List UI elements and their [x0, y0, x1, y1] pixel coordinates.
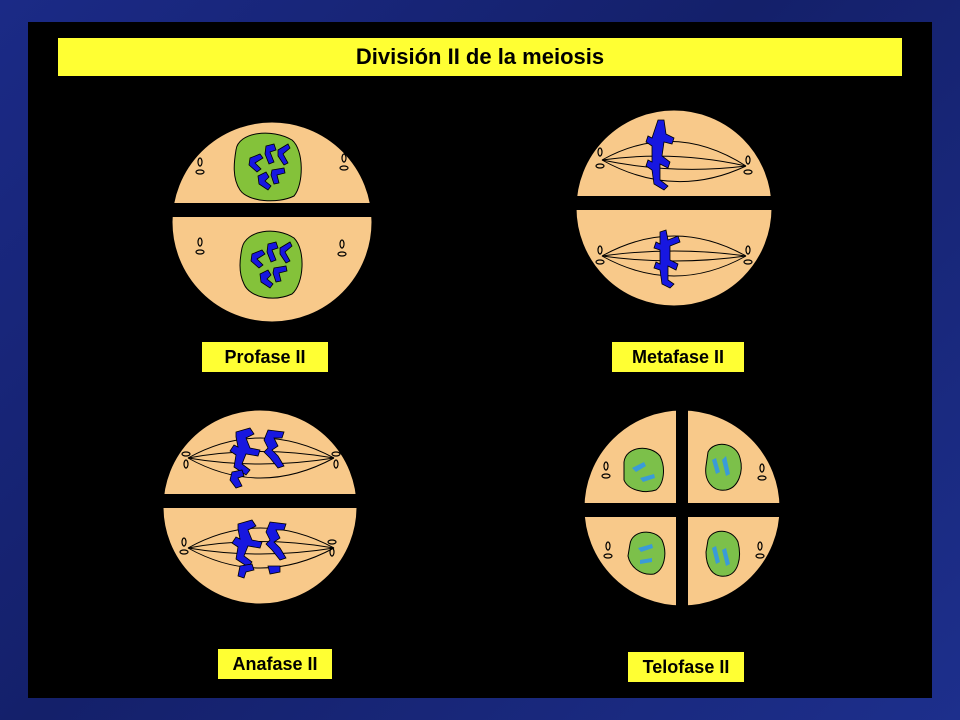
spindle-anafase — [187, 437, 335, 569]
cell-anafase — [158, 409, 364, 605]
slide-title: División II de la meiosis — [58, 38, 902, 76]
centrioles-telofase — [601, 461, 767, 559]
label-metafase-ii: Metafase II — [610, 340, 746, 374]
centrioles-metafase — [595, 147, 753, 265]
chromosomes-anafase — [229, 427, 287, 579]
nucleus-bottom — [239, 230, 303, 299]
chromosomes-bottom — [250, 241, 293, 289]
slide-frame — [28, 22, 932, 698]
chromatin-telofase — [632, 456, 730, 566]
nuclei-telofase — [623, 443, 742, 577]
label-telofase-ii: Telofase II — [626, 650, 746, 684]
cell-telofase — [580, 405, 786, 611]
cell-metafase — [572, 109, 778, 307]
centrioles-profase — [195, 153, 349, 257]
cell-profase — [168, 121, 378, 323]
label-profase-ii: Profase II — [200, 340, 330, 374]
chromosomes-metafase — [645, 119, 681, 289]
nucleus-top — [233, 132, 302, 202]
chromosomes-top — [248, 143, 291, 191]
label-anafase-ii: Anafase II — [216, 647, 334, 681]
spindle-metafase — [601, 140, 747, 277]
centrioles-anafase — [179, 451, 341, 557]
